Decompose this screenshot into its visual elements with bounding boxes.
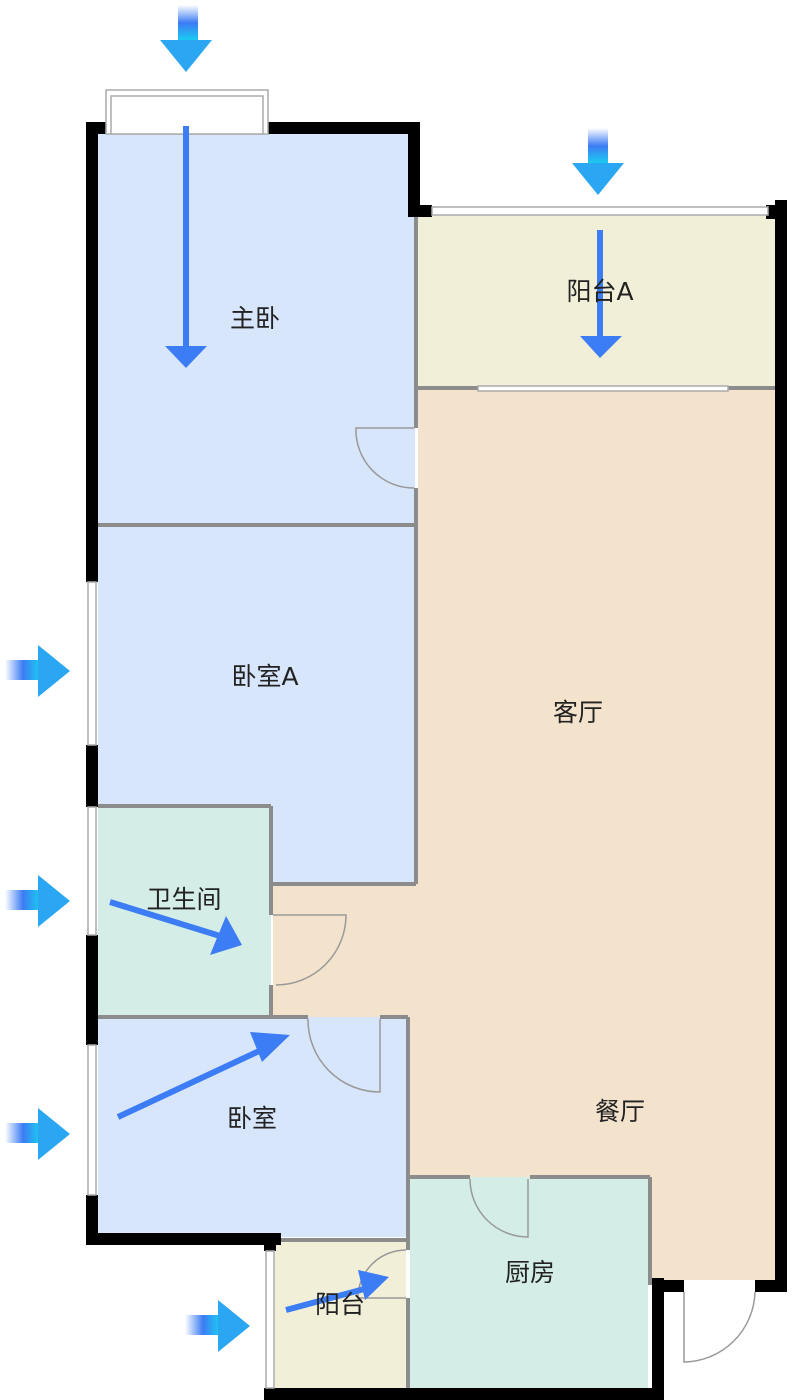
room-master-bedroom	[98, 133, 415, 525]
room-bathroom	[98, 806, 271, 1017]
room-living-dining	[273, 390, 775, 1280]
arrow-left-bathroom-icon	[5, 875, 70, 927]
arrow-left-bedroom-icon	[5, 1108, 70, 1160]
room-balcony-a	[418, 215, 775, 388]
flow-arrow-master-icon	[165, 126, 207, 368]
flow-arrow-bedroom-icon	[116, 1032, 290, 1120]
arrow-top-master-icon	[160, 5, 212, 72]
label-kitchen: 厨房	[505, 1258, 555, 1287]
label-living-room: 客厅	[553, 698, 603, 727]
label-dining-room: 餐厅	[595, 1097, 645, 1126]
flow-arrows	[109, 126, 622, 1313]
arrow-top-balcony-icon	[572, 128, 624, 195]
flow-arrow-bathroom-icon	[109, 899, 242, 955]
exterior-walls	[86, 122, 787, 1400]
arrow-left-bedroom-a-icon	[5, 645, 70, 697]
label-bedroom: 卧室	[227, 1104, 277, 1133]
light-arrows	[5, 5, 624, 1352]
label-bathroom: 卫生间	[146, 885, 221, 914]
interior-walls	[98, 210, 775, 1390]
label-master-bedroom: 主卧	[230, 304, 280, 333]
arrow-left-balcony-icon	[185, 1300, 250, 1352]
label-bedroom-a: 卧室A	[231, 662, 298, 691]
room-balcony	[275, 1242, 406, 1390]
label-balcony: 阳台	[315, 1290, 365, 1319]
flow-arrow-balcony-a-icon	[580, 230, 622, 358]
doors	[273, 427, 756, 1363]
label-balcony-a: 阳台A	[566, 277, 633, 306]
room-kitchen	[410, 1177, 648, 1390]
flow-arrow-balcony-icon	[285, 1270, 389, 1313]
room-bedroom-a	[98, 527, 415, 884]
